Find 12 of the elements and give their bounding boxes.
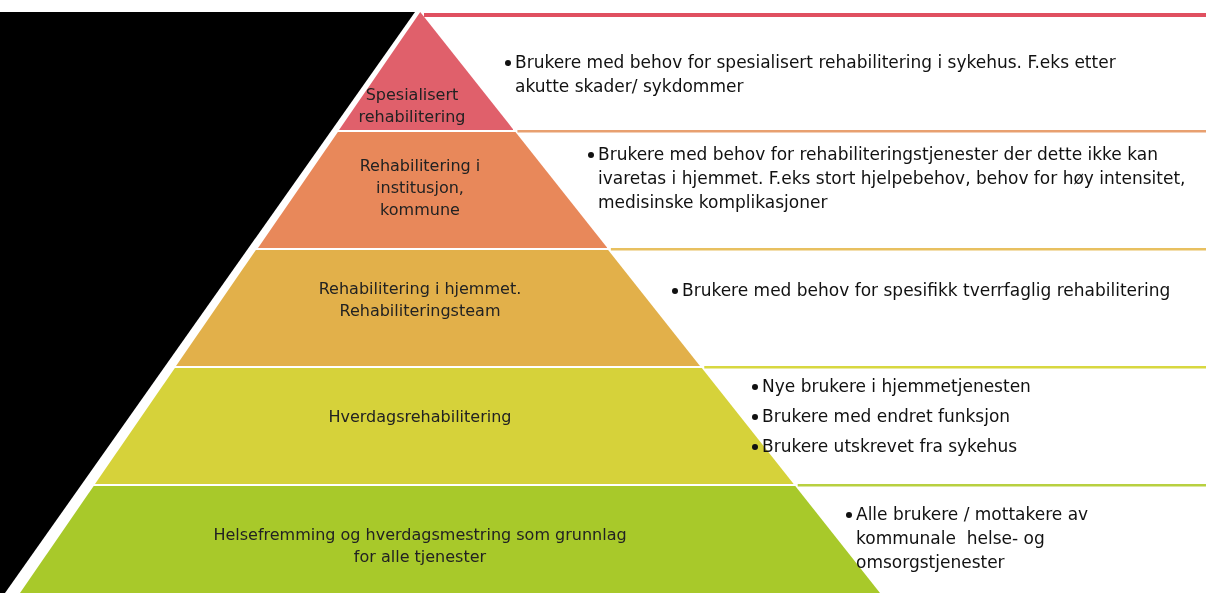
tier-label: Helsefremming og hverdagsmestring som grunnlag for alle tjenester <box>212 524 628 568</box>
description-text: Brukere med behov for spesialisert rehabilitering i sykehus. F.eks etter akutte skader/ sykdommer <box>515 51 1117 98</box>
tier-label: Hverdagsrehabilitering <box>327 406 513 428</box>
description-text: Alle brukere / mottakere av kommunale helse- og omsorgstjenester <box>856 503 1090 574</box>
description-text: Nye brukere i hjemmetjenesten <box>762 375 1031 398</box>
tier-label: Rehabilitering i institusjon, kommune <box>358 155 482 221</box>
description-text: Brukere med endret funksjon <box>762 405 1011 428</box>
description-text: Brukere utskrevet fra sykehus <box>762 435 1018 458</box>
description-text: Brukere med behov for rehabiliteringstjenester der dette ikke kan ivaretas i hjemmet. F.eks stort hjelpebehov, behov for høy intensitet, medisinske komplikasjoner <box>598 143 1187 214</box>
description-text: Brukere med behov for spesifikk tverrfaglig rehabilitering <box>682 279 1171 302</box>
tier-label: Spesialisert rehabilitering <box>357 84 467 128</box>
tier-label: Rehabilitering i hjemmet. Rehabiliteringsteam <box>317 278 523 322</box>
